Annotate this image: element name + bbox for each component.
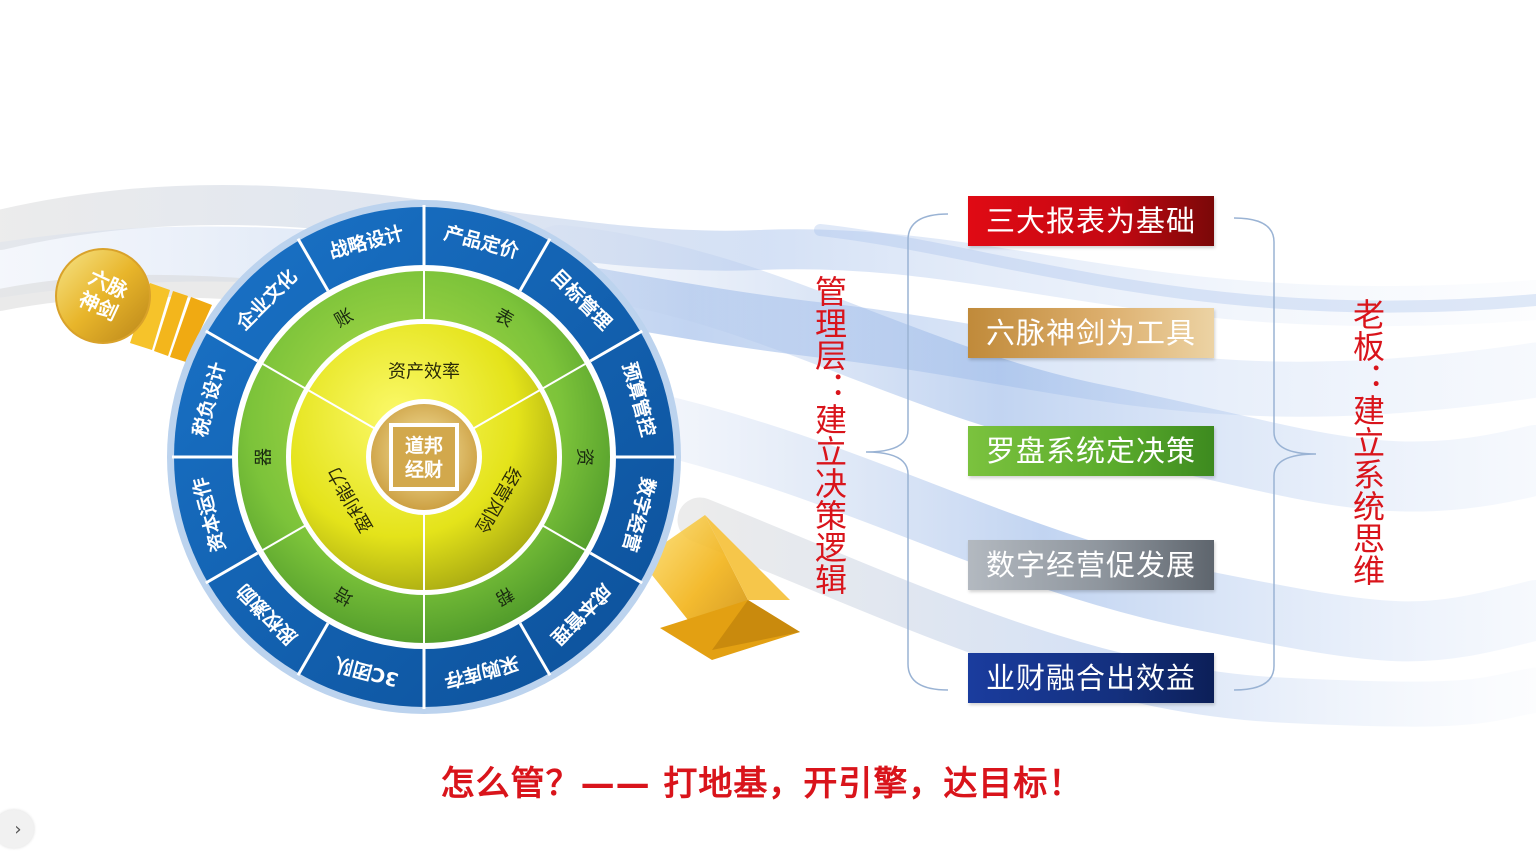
pillar-digital-operations: 数字经营促发展 bbox=[968, 540, 1214, 590]
outer-divider bbox=[589, 329, 643, 363]
outer-divider bbox=[296, 622, 330, 676]
inner-ring-label: 资产效率 bbox=[388, 362, 460, 383]
outer-divider bbox=[205, 329, 259, 363]
output-arrow bbox=[640, 515, 800, 660]
chevron-right-icon: › bbox=[14, 818, 22, 840]
pillar-business-finance-integration: 业财融合出效益 bbox=[968, 653, 1214, 703]
middle-ring-label: 资 bbox=[574, 448, 595, 466]
center-core: 道邦 经财 bbox=[366, 399, 482, 515]
outer-divider bbox=[296, 238, 330, 292]
six-meridian-badge: 六脉 神剑 bbox=[55, 248, 151, 344]
middle-divider bbox=[539, 523, 586, 551]
outer-divider bbox=[518, 238, 552, 292]
middle-ring-label: 器 bbox=[254, 448, 275, 466]
middle-divider bbox=[262, 363, 309, 391]
management-caption: 管理层：建立决策逻辑 bbox=[810, 275, 848, 595]
outer-divider bbox=[589, 551, 643, 585]
middle-divider bbox=[262, 523, 309, 551]
center-label-line1: 道邦 bbox=[405, 434, 443, 457]
outer-divider bbox=[205, 551, 259, 585]
middle-ring-dividers bbox=[262, 271, 586, 643]
inner-ring-dividers bbox=[307, 389, 541, 591]
pillar-six-meridians-tool: 六脉神剑为工具 bbox=[968, 308, 1214, 358]
pillar-financial-statements: 三大报表为基础 bbox=[968, 196, 1214, 246]
inner-divider bbox=[471, 389, 541, 430]
left-brace bbox=[865, 213, 949, 691]
right-brace bbox=[1233, 217, 1317, 691]
center-label-line2: 经财 bbox=[405, 458, 443, 481]
next-slide-button[interactable]: › bbox=[0, 810, 34, 848]
middle-divider bbox=[539, 363, 586, 391]
inner-divider bbox=[307, 389, 377, 430]
slogan: 怎么管？—— 打地基，开引擎，达目标！ bbox=[440, 764, 1084, 804]
outer-divider bbox=[518, 622, 552, 676]
badge-connector bbox=[130, 283, 212, 362]
outer-ring-dividers bbox=[172, 205, 676, 709]
boss-caption: 老板：建立系统思维 bbox=[1348, 298, 1386, 586]
pillar-compass-decisions: 罗盘系统定决策 bbox=[968, 426, 1214, 476]
